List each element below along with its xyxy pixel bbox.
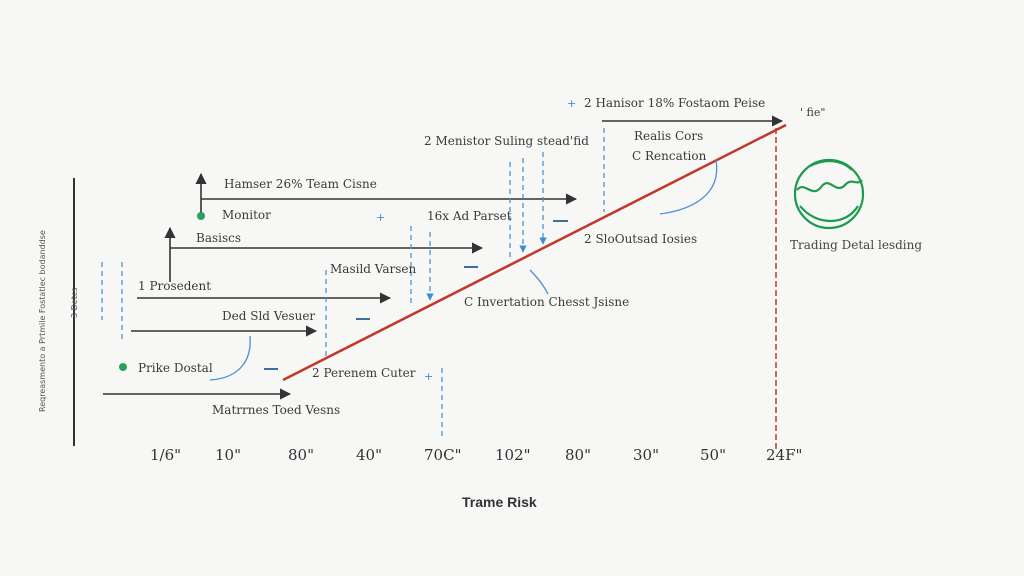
x-tick-label: 80" (288, 446, 314, 464)
x-axis-title: Trame Risk (462, 494, 537, 510)
trend-line (282, 123, 787, 382)
x-tick-label: 24F" (766, 446, 803, 464)
label-realis-cors: Realis Cors (634, 129, 704, 143)
label-ded-slid: Ded Sld Vesuer (222, 309, 316, 323)
label-add-parset: 16x Ad Parset (427, 209, 512, 223)
cross-mark-2: + (376, 211, 385, 224)
x-tick-label: 1/6" (150, 446, 182, 464)
trading-chart-globe-icon (793, 158, 865, 230)
label-trading-detail: Trading Detal lesding (790, 238, 923, 252)
green-dot-monitor (197, 212, 205, 220)
label-hamsier-team: Hamser 26% Team Cisne (224, 177, 377, 191)
label-hanisor-peak: 2 Hanisor 18% Fostaom Peise (584, 96, 766, 110)
label-proseddent: 1 Prosedent (138, 279, 212, 293)
label-monitor-sling: 2 Menistor Suling stead'fid (424, 134, 589, 148)
label-corner-mark: ' fie" (800, 106, 826, 119)
green-dot-prike (119, 363, 127, 371)
x-tick-label: 10" (215, 446, 241, 464)
curve-prike (209, 335, 251, 381)
label-c-renovation: C Rencation (632, 149, 707, 163)
label-matrrnes-toed: Matrrnes Toed Vesns (212, 403, 341, 417)
label-slioutsad: 2 SloOutsad Iosies (584, 232, 698, 246)
x-tick-label: 40" (356, 446, 382, 464)
curve-realis (659, 159, 718, 215)
curve-inventation (529, 269, 549, 295)
vertical-axis-label: Reqreasmento a Prtmile Fostatlec bodandd… (38, 230, 47, 412)
x-tick-label: 102" (495, 446, 531, 464)
label-masild-varnen: Masild Varsen (330, 262, 417, 276)
label-prike-dostal: Prike Dostal (138, 361, 213, 375)
x-tick-label: 70C" (424, 446, 462, 464)
label-monitor: Monitor (222, 208, 271, 222)
label-inventation: C Invertation Chesst Jsisne (464, 295, 630, 309)
cross-mark-1: + (567, 97, 576, 110)
x-tick-label: 80" (565, 446, 591, 464)
label-perenem-cutter: 2 Perenem Cuter (312, 366, 416, 380)
x-tick-label: 50" (700, 446, 726, 464)
cross-mark-3: + (424, 370, 433, 383)
label-basics: Basiscs (196, 231, 242, 245)
vertical-axis-label-2: 3 Detcs (70, 287, 79, 318)
x-tick-label: 30" (633, 446, 659, 464)
